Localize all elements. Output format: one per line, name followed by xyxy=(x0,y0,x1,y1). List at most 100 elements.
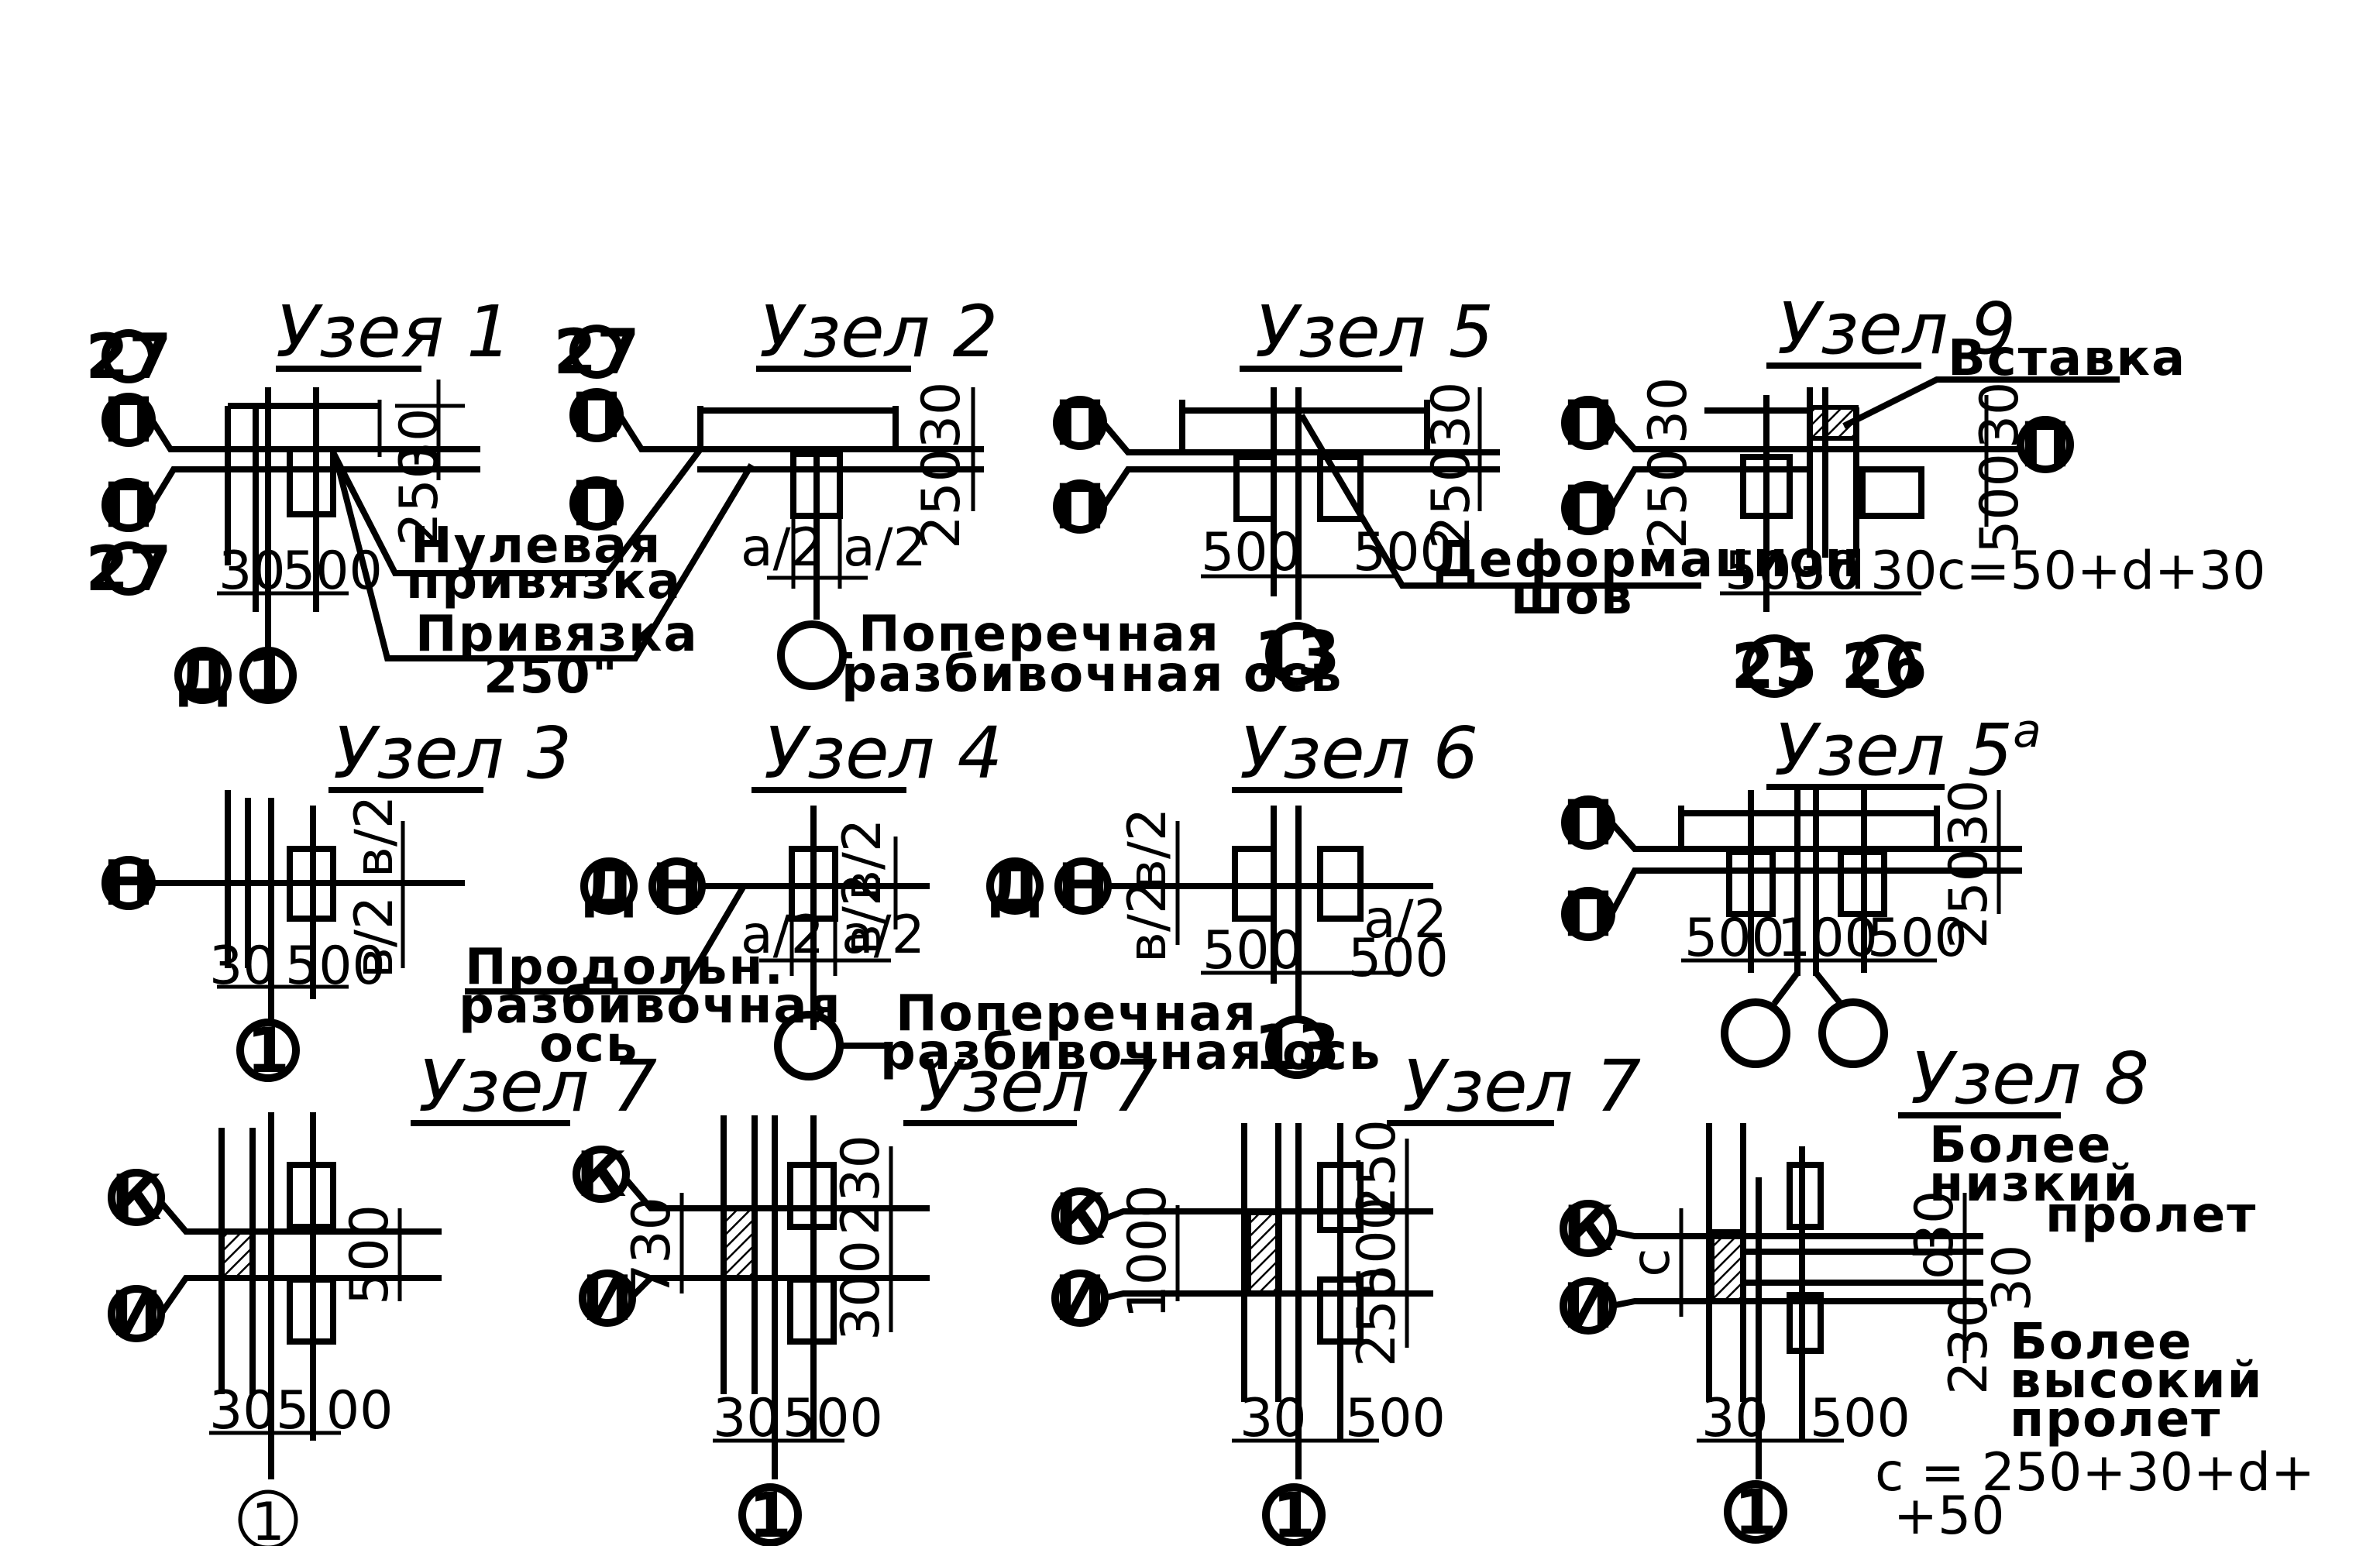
svg-text:500: 500 xyxy=(1969,453,2031,554)
svg-text:1: 1 xyxy=(246,1015,290,1087)
svg-text:13: 13 xyxy=(1254,618,1340,690)
svg-text:230: 230 xyxy=(831,1135,892,1235)
svg-text:d: d xyxy=(1831,541,1865,602)
svg-text:500: 500 xyxy=(1684,908,1785,969)
svg-text:а/2: а/2 xyxy=(1364,889,1447,950)
node-9: Узел 9 П П П 30 250 30 500 500 30 d 30 с… xyxy=(1561,287,2266,703)
node-3-title: Узел 3 xyxy=(333,712,572,795)
svg-text:низкий: низкий xyxy=(1929,1156,2139,1213)
node-4: Узел 4 Д Н а/2 а/2 в/2 в/2 Продольн. раз… xyxy=(459,712,1380,1081)
svg-text:d: d xyxy=(1904,1245,1966,1279)
svg-text:И: И xyxy=(582,1263,634,1335)
axis-label-27-top: 27 xyxy=(85,321,171,393)
svg-text:П: П xyxy=(1563,472,1615,545)
svg-text:с: с xyxy=(1621,1248,1682,1276)
svg-text:Д: Д xyxy=(581,850,636,922)
svg-text:1: 1 xyxy=(748,1479,792,1546)
node-8-formula-2: +50 xyxy=(1893,1486,2005,1546)
svg-text:пролет: пролет xyxy=(2045,1187,2257,1244)
svg-text:500: 500 xyxy=(1345,1388,1446,1449)
svg-text:30: 30 xyxy=(209,1380,277,1441)
axis-label-p-2: П xyxy=(103,469,155,541)
node-7c: Узел 7 К И 1000 250 500 250 30 500 1 xyxy=(1051,1045,1641,1546)
svg-text:25: 25 xyxy=(1731,630,1817,703)
axis-bubble-27-top xyxy=(101,329,156,383)
svg-text:в/2: в/2 xyxy=(832,873,893,955)
svg-text:а/2: а/2 xyxy=(843,517,927,579)
svg-text:30: 30 xyxy=(1638,377,1699,445)
insert-label: Вставка xyxy=(1948,330,2186,387)
svg-text:Поперечная: Поперечная xyxy=(858,606,1220,663)
svg-text:в/2: в/2 xyxy=(344,896,405,978)
svg-text:30: 30 xyxy=(1969,382,2031,449)
axis-label-d: Д xyxy=(175,640,230,712)
svg-text:Н: Н xyxy=(652,850,703,922)
svg-text:К: К xyxy=(576,1139,626,1211)
svg-text:а/2: а/2 xyxy=(741,517,824,579)
svg-text:высокий: высокий xyxy=(2010,1352,2263,1410)
svg-text:Продольн.: Продольн. xyxy=(465,939,785,996)
node-6-title: Узел 6 xyxy=(1240,712,1478,795)
node-8-title: Узел 8 xyxy=(1911,1037,2149,1120)
svg-text:30: 30 xyxy=(1421,382,1482,449)
svg-text:К: К xyxy=(1054,1180,1105,1252)
svg-text:П: П xyxy=(1054,387,1106,459)
svg-text:300: 300 xyxy=(831,1240,892,1341)
zero-ref-label-2: привязка xyxy=(406,553,682,610)
axis-label-p-1: П xyxy=(103,384,155,456)
svg-text:100: 100 xyxy=(1777,908,1878,969)
svg-text:Более: Более xyxy=(1929,1117,2112,1174)
node-9-formula: с=50+d+30 xyxy=(1937,541,2266,602)
svg-text:30: 30 xyxy=(713,1388,780,1449)
node-7b-title: Узел 7 xyxy=(919,1045,1157,1128)
svg-text:К: К xyxy=(111,1162,161,1234)
svg-text:250: 250 xyxy=(1638,448,1699,549)
svg-text:Поперечная: Поперечная xyxy=(896,985,1257,1043)
zero-ref-label-1: Нулевая xyxy=(411,517,662,575)
node-6: Узел 6 Д Н в/2 в/2 500 а/2 500 13 xyxy=(986,712,1478,1084)
svg-text:И: И xyxy=(1054,1263,1106,1335)
axis-bubble-27-bottom xyxy=(101,541,156,596)
svg-text:пролет: пролет xyxy=(2010,1391,2221,1448)
node-5: Узел 5 П П 500 500 30 250 13 Деформацион… xyxy=(1053,290,1861,690)
svg-text:1: 1 xyxy=(251,1492,284,1546)
node-7b: Узел 7 К И 730 230 300 30 500 1 xyxy=(573,1045,1157,1546)
svg-text:30: 30 xyxy=(1701,1388,1769,1449)
svg-text:500: 500 xyxy=(339,1204,401,1305)
node-1: Узея 1 27 П П 27 Д 1 30 250 30 500 Н xyxy=(85,290,755,712)
ref250-label-2: 250" xyxy=(483,648,619,705)
svg-text:шов: шов xyxy=(1511,569,1633,626)
svg-text:30: 30 xyxy=(1904,1190,1966,1258)
svg-text:а/2: а/2 xyxy=(841,905,925,966)
node-5-title: Узел 5 xyxy=(1255,290,1494,373)
svg-text:500: 500 xyxy=(1867,908,1968,969)
svg-text:30: 30 xyxy=(1240,1388,1307,1449)
svg-text:Н: Н xyxy=(1058,850,1109,922)
svg-text:730: 730 xyxy=(621,1197,683,1297)
svg-text:Д: Д xyxy=(987,850,1042,922)
node-5a: Узел 5а П П 30 250 500 100 500 xyxy=(1561,704,2041,1068)
svg-text:П: П xyxy=(1054,471,1106,543)
svg-text:30: 30 xyxy=(1870,541,1938,602)
svg-text:26: 26 xyxy=(1841,630,1927,703)
node-7c-title: Узел 7 xyxy=(1402,1045,1641,1128)
svg-text:Более: Более xyxy=(2010,1314,2193,1371)
svg-text:500: 500 xyxy=(1202,920,1303,981)
node-7a: Узел 7 К И 500 30 5 00 1 xyxy=(108,1045,657,1546)
node-2-title: Узел 2 xyxy=(759,290,998,373)
ref250-label-1: Привязка xyxy=(415,606,699,663)
svg-text:500: 500 xyxy=(1810,1388,1911,1449)
svg-text:250: 250 xyxy=(911,448,972,549)
svg-text:30: 30 xyxy=(1938,780,2000,847)
axis-bubble-d xyxy=(174,647,232,704)
transverse-axis-bubble xyxy=(777,620,847,690)
svg-text:30: 30 xyxy=(218,541,286,602)
svg-text:П: П xyxy=(571,468,623,540)
svg-text:30: 30 xyxy=(1982,1245,2043,1312)
node-5a-title: Узел 5а xyxy=(1774,704,2041,792)
svg-text:разбивочная: разбивочная xyxy=(459,977,842,1035)
svg-text:27: 27 xyxy=(553,316,639,388)
svg-text:П: П xyxy=(1563,787,1615,859)
svg-text:Деформацион: Деформацион xyxy=(1433,531,1861,589)
